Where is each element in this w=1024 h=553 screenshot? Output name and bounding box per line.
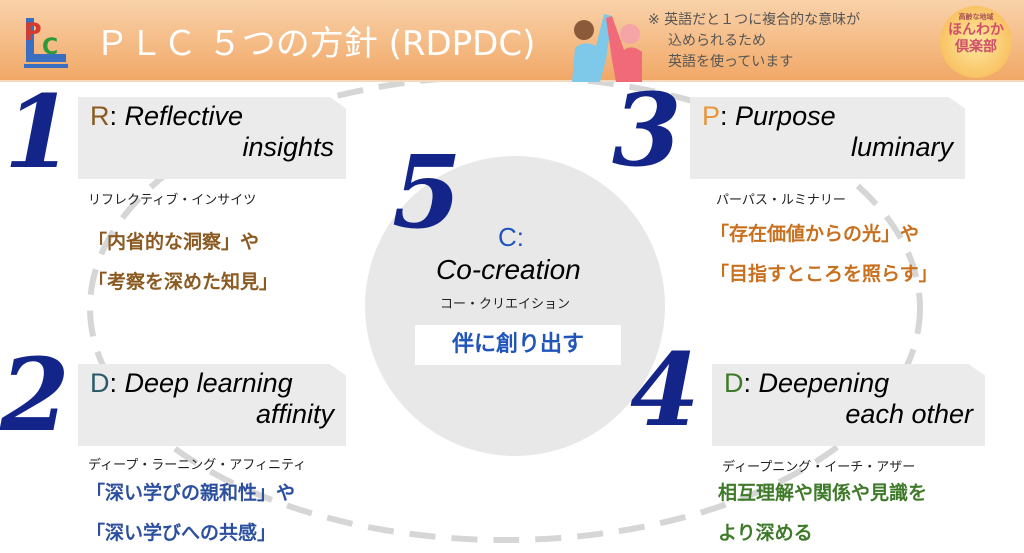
sep: : (743, 368, 759, 398)
kana-reading: ディープ・ラーニング・アフィニティ (88, 458, 307, 473)
description: 伴に創り出す (451, 332, 584, 357)
note-line: 込められるため (668, 33, 766, 49)
term-line1: Deep learning (124, 368, 293, 398)
svg-text:C: C (42, 35, 58, 60)
description: 「内省的な洞察」や「考察を深めた知見」 (88, 231, 279, 293)
term-line1: Purpose (735, 101, 836, 131)
note-text: ※ 英語だと１つに複合的な意味が 込められるため 英語を使っています (648, 10, 860, 73)
description: 「存在価値からの光」や「目指すところを照らす」 (710, 223, 938, 285)
center-circle (365, 156, 665, 456)
svg-text:P: P (24, 18, 42, 46)
number-1: 1 (4, 73, 74, 191)
card-p: P: Purpose luminary (690, 97, 965, 179)
description: 相互理解や関係や見識をより深める (718, 482, 928, 544)
high-five-illustration (572, 14, 642, 82)
number-5: 5 (392, 133, 462, 251)
note-line: 英語を使っています (668, 54, 794, 70)
description-box: 伴に創り出す (415, 325, 621, 365)
sep: : (109, 101, 125, 131)
sep: : (720, 101, 736, 131)
kana-reading: パーパス・ルミナリー (716, 193, 846, 208)
club-logo: 高齢な地域 ほんわか 倶楽部 (940, 6, 1012, 78)
term-line1: Deepening (758, 368, 890, 398)
card-r: R: Reflective insights (78, 97, 346, 179)
term-line2: luminary (850, 132, 953, 162)
note-line: ※ 英語だと１つに複合的な意味が (648, 12, 861, 28)
cycle-diagram (87, 82, 923, 543)
term-line2: insights (242, 132, 334, 162)
kana-reading: コー・クリエイション (440, 297, 571, 312)
letter-c: C: (498, 222, 524, 252)
term-line2: each other (845, 399, 973, 429)
number-4: 4 (630, 331, 700, 449)
description: 「深い学びの親和性」や「深い学びへの共感」 (86, 482, 296, 544)
term-line2: affinity (255, 399, 334, 429)
kana-reading: ディープニング・イーチ・アザー (722, 460, 916, 475)
term-line1: Reflective (124, 101, 244, 131)
number-2: 2 (0, 336, 70, 454)
club-logo-line2: 倶楽部 (955, 39, 997, 55)
letter: R (90, 101, 110, 131)
number-3: 3 (612, 71, 682, 189)
letter: D (724, 368, 744, 398)
letter: P (702, 101, 721, 131)
plc-logo: P C (24, 18, 68, 68)
card-d1: D: Deep learning affinity (78, 364, 346, 446)
card-d2: D: Deepening each other (712, 364, 985, 446)
header-banner: P C ＰＬＣ ５つの方針 (RDPDC) ※ 英語だと１つに複合的な意味が 込… (0, 0, 1024, 82)
kana-reading: リフレクティブ・インサイツ (88, 193, 257, 208)
letter: D (90, 368, 110, 398)
club-logo-line1: ほんわか (948, 22, 1004, 38)
dashed-cycle-ring (87, 82, 923, 543)
term-co-creation: Co-creation (436, 254, 581, 285)
sep: : (109, 368, 125, 398)
club-logo-small: 高齢な地域 (958, 13, 994, 21)
page-title: ＰＬＣ ５つの方針 (RDPDC) (95, 24, 536, 64)
